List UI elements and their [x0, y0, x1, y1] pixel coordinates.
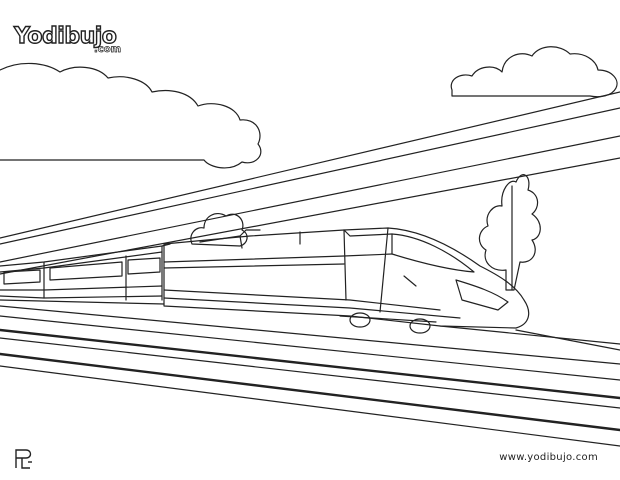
railway-tracks	[0, 299, 620, 447]
cloud-left	[0, 62, 262, 169]
train	[0, 227, 530, 334]
logo-suffix: .com	[94, 44, 122, 56]
footer-url: www.yodibujo.com	[499, 452, 598, 463]
yodibujo-logo: Yodibujo .com	[8, 22, 128, 62]
logo-name: Yodibujo	[13, 23, 117, 49]
perspective-lines	[0, 91, 620, 275]
artist-signature-icon	[15, 449, 32, 469]
tree-right	[478, 174, 541, 291]
cloud-right	[450, 46, 618, 98]
